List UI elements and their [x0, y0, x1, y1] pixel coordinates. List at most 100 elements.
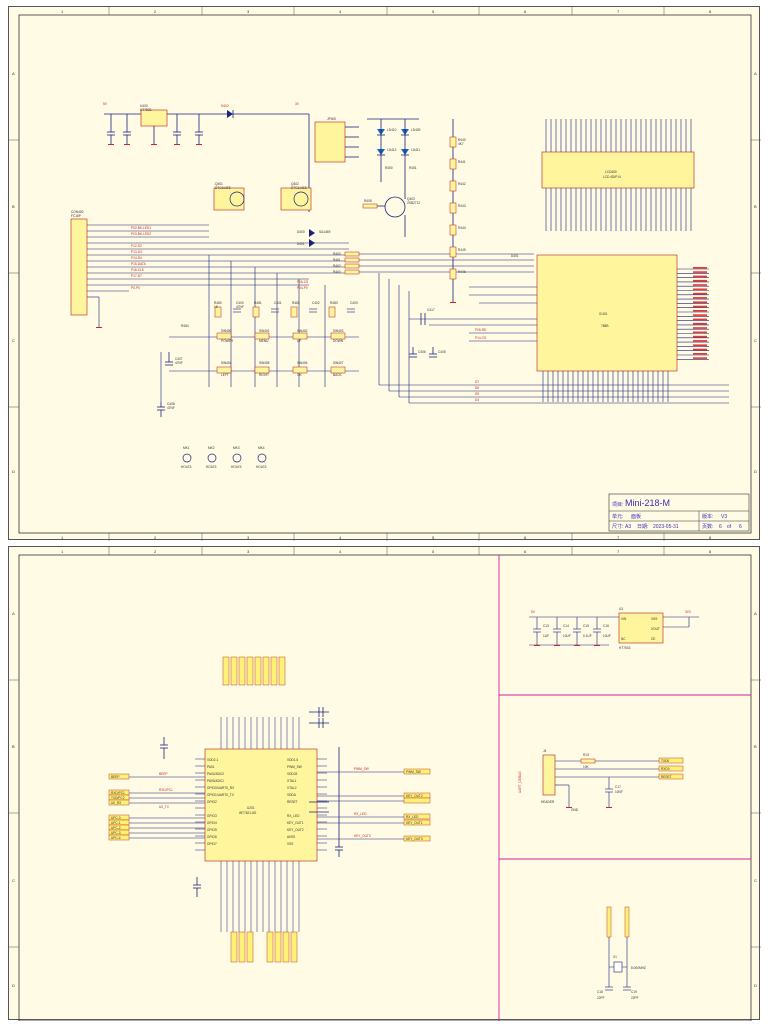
right-net-3: KEY_OUT2: [406, 794, 423, 798]
tb-unit-value: 面板: [631, 513, 641, 520]
test-points: MK1 MK2 MK3 MK4 HOLE3 HOLE3 HOLE3 HOLE3: [181, 446, 267, 469]
s2-ruler-col-3: 3: [247, 549, 250, 554]
u201-rpin-2: VDD33: [287, 772, 298, 776]
sw-name-1: MENU: [259, 339, 269, 343]
u201-rpin-0: VDD1.5: [287, 758, 298, 762]
mcu-left-wires: [378, 273, 729, 404]
bus-tag-bottom: [238, 931, 246, 963]
ruler-row-a: A: [12, 71, 15, 76]
ruler-col-6-bottom: 6: [524, 535, 527, 540]
power-cap-2: C15: [583, 624, 589, 628]
s2-ruler-col-4: 4: [339, 549, 342, 554]
regulator-ic: [140, 109, 168, 127]
mcu-net-bar: [693, 318, 707, 321]
crystal-cap-value-0: 22PF: [597, 996, 605, 1000]
right-net-mid-0: PWM_SW: [354, 767, 369, 771]
ruler-col-3: 3: [247, 9, 250, 14]
crystal-cap-0: C18: [597, 990, 603, 994]
u201-lpin-4: GPIO0/UART0_RX: [207, 786, 235, 790]
chain-ref-0: R440: [458, 138, 466, 142]
u201-rpin-7: RX_LED: [287, 814, 300, 818]
lcd-ref: LCD400: [605, 170, 617, 174]
net-left-4: P14-D4: [131, 256, 142, 260]
ruler-col-8: 8: [709, 9, 712, 14]
mcu-ic401: IC401 768B D401: [511, 254, 709, 402]
mcu-net-1: P14-CS: [475, 336, 486, 340]
supply-5v-label: 5V: [103, 102, 108, 106]
diode-top-ref: D402: [221, 104, 229, 108]
tb-version-label: 版本:: [702, 513, 713, 520]
lcd-block: LCD400 LCD 4DIP-N: [541, 119, 695, 231]
sw-row3-0: SW404: [221, 361, 232, 365]
title-block: 项目: Mini-218-M 单元: 面板 版本: V3 尺寸: A3 日期: …: [608, 493, 750, 532]
mcu-net-bar: [693, 327, 707, 329]
power-pin-4: VOUT: [651, 627, 660, 631]
connector-part: FC16P: [71, 214, 81, 218]
chain-ref-5: R445: [458, 248, 466, 252]
header-net-1: RXD0: [661, 767, 670, 771]
mcu-net-bar: [693, 271, 707, 273]
res-net-3: R463: [333, 270, 341, 274]
header-part: HEADER: [541, 800, 555, 804]
sw-row2-1: SW401: [259, 329, 270, 333]
ruler-row-c-right: C: [754, 338, 757, 343]
switch-resistor: [252, 306, 260, 318]
test-point-3: [257, 453, 267, 463]
mcu-diode: D401: [511, 254, 519, 258]
u201-rpin-1: PWM_SW: [287, 765, 302, 769]
u201-lpin-0: VDD2.1: [207, 758, 218, 762]
led-ref-3: LD412: [387, 148, 397, 152]
test-point-2: [232, 453, 242, 463]
net-left-2: P12-D2: [131, 244, 142, 248]
u201-rpin-5: VDDA: [287, 793, 297, 797]
mcu-net-bar: [693, 335, 707, 338]
mcu-net-bar: [693, 297, 707, 299]
ruler-row-b: B: [12, 204, 15, 209]
switch-body: [216, 332, 232, 340]
s2-ruler-col-6: 6: [524, 549, 527, 554]
q403-ref: Q403: [407, 197, 415, 201]
switch-resistor: [328, 306, 336, 318]
extra-cap-ref: C407: [175, 357, 183, 361]
bus-tag-bottom: [290, 931, 298, 963]
ruler-col-5-bottom: 5: [432, 535, 435, 540]
power-block: U3 HT7533 VIN VSS NC CE VOUT C13 C14 C15…: [529, 607, 699, 650]
mcu-net-bar: [693, 331, 707, 334]
ruler-row-b-right: B: [754, 204, 757, 209]
bottom-cap-ref: C408: [167, 402, 175, 406]
led-ref-1: LD410: [387, 128, 397, 132]
sw-r1-0: R480: [214, 301, 222, 305]
header-ref: JP400: [327, 117, 336, 121]
u201-bottom-bus: [230, 931, 298, 963]
sw-row2-3: SW403: [333, 329, 344, 333]
net-mid-1: P04-P0: [297, 286, 308, 290]
bus-tag-top: [238, 656, 246, 686]
tb-page-value: 6: [719, 524, 722, 530]
s2-ruler-row-a: A: [12, 611, 15, 616]
chain-value: 4K7: [458, 142, 464, 146]
u201-lpin-11: GPIO7: [207, 842, 217, 846]
s2-ruler-row-c: C: [12, 878, 15, 883]
tb-of-label: of: [727, 524, 732, 530]
tb-total-pages: 6: [739, 524, 742, 530]
sw-r1-4: R484: [181, 324, 189, 328]
net-left-7: P17-D7: [131, 274, 142, 278]
resistor-network: R460 R461 R462 R463: [333, 251, 534, 275]
net-left-1: P03-BK-LED2: [131, 232, 151, 236]
sw-name-6: OK: [297, 373, 302, 377]
switch-resistor: [290, 306, 298, 318]
switch-matrix: R480 R481 R482 R483 R484 1K C400 C401 C4…: [160, 255, 359, 402]
bus-tag-bottom: [230, 931, 238, 963]
sw-r1-3: R483: [330, 301, 338, 305]
net-left-8: P0-P0: [131, 286, 140, 290]
u201-rpin-9: KEY_OUT2: [287, 828, 304, 832]
schematic-sheet-1: 1 2 3 4 5 6 7 8 1 2 3 4 5 6 7 8 A B C D …: [8, 6, 761, 541]
s2-ruler-col-5: 5: [432, 549, 435, 554]
mcu-net-bar: [693, 292, 707, 295]
switch-body: [292, 332, 308, 340]
q403-part: 2SB2712: [407, 201, 420, 205]
right-net-4: KEY_OUT3: [406, 837, 423, 841]
transistor-q403: Q403 2SB2712 R408: [362, 182, 420, 237]
left-net-mid-1: RXD/PC1: [159, 788, 173, 792]
mcu-net-bar: [693, 353, 707, 355]
